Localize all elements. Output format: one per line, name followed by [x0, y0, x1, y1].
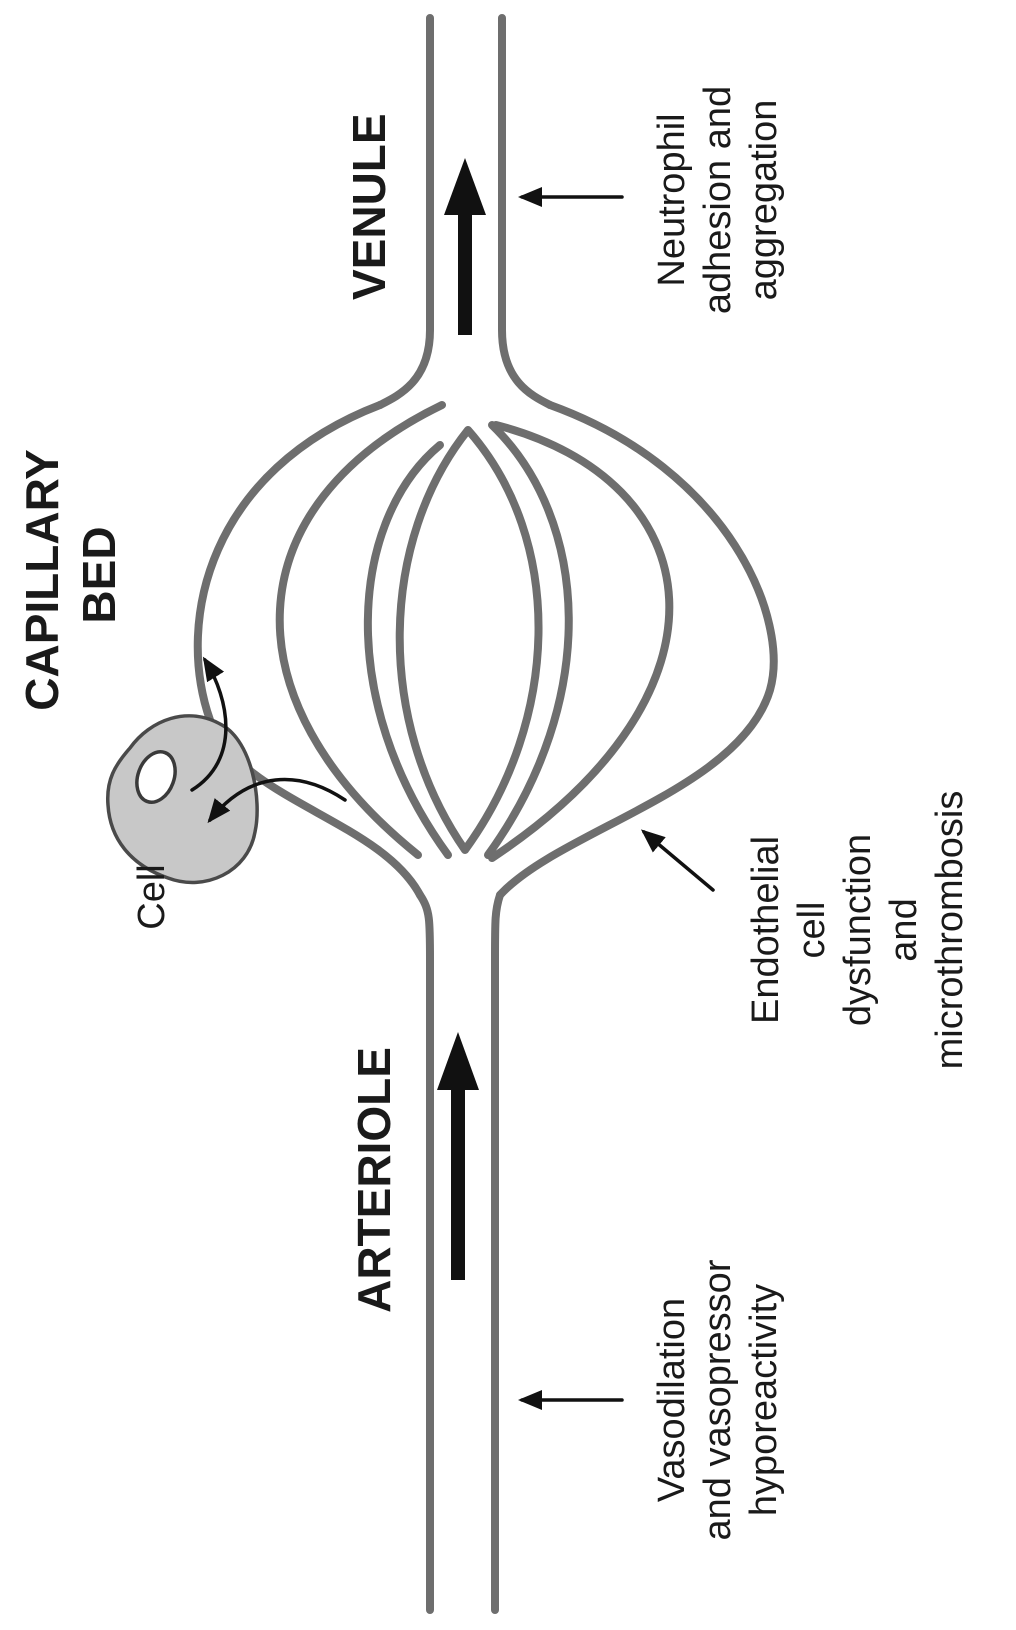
pointer-arrow-capillary: [644, 832, 713, 890]
capillary-note-line1: Endothelial: [745, 836, 787, 1024]
flow-arrow-arteriole: [437, 1032, 479, 1280]
capillary-loop-center: [400, 430, 539, 850]
capillary-note-line4: and: [883, 898, 925, 961]
annotations: Neutrophil adhesion and aggregation Endo…: [651, 86, 971, 1541]
capillary-note-line3: dysfunction: [837, 834, 879, 1026]
cell-label: Cell: [131, 864, 173, 929]
arteriole-label: ARTERIOLE: [348, 1047, 400, 1313]
capillary-bed-label-line2: BED: [73, 526, 125, 623]
arteriole-left-wall: [420, 895, 430, 1610]
venule-label: VENULE: [343, 113, 395, 300]
flow-arrow-venule: [444, 158, 486, 335]
cell: [108, 660, 345, 882]
arteriole-note-line1: Vasodilation: [651, 1298, 693, 1502]
arteriole-note-line3: hyporeactivity: [743, 1284, 785, 1516]
capillary-loop-right: [492, 425, 669, 858]
capillary-note-line2: cell: [791, 901, 833, 958]
arteriole-right-wall: [495, 895, 500, 1610]
arteriole-note-line2: and vasopressor: [697, 1259, 739, 1540]
venule-note-line1: Neutrophil: [651, 113, 693, 286]
venule-right-wall: [502, 18, 550, 405]
capillary-bed-label-line1: CAPILLARY: [16, 449, 68, 711]
capillary-note-line5: microthrombosis: [929, 791, 971, 1070]
venule-note-line2: adhesion and: [697, 86, 739, 314]
venule-note-line3: aggregation: [743, 100, 785, 301]
cell-body: [108, 716, 257, 883]
